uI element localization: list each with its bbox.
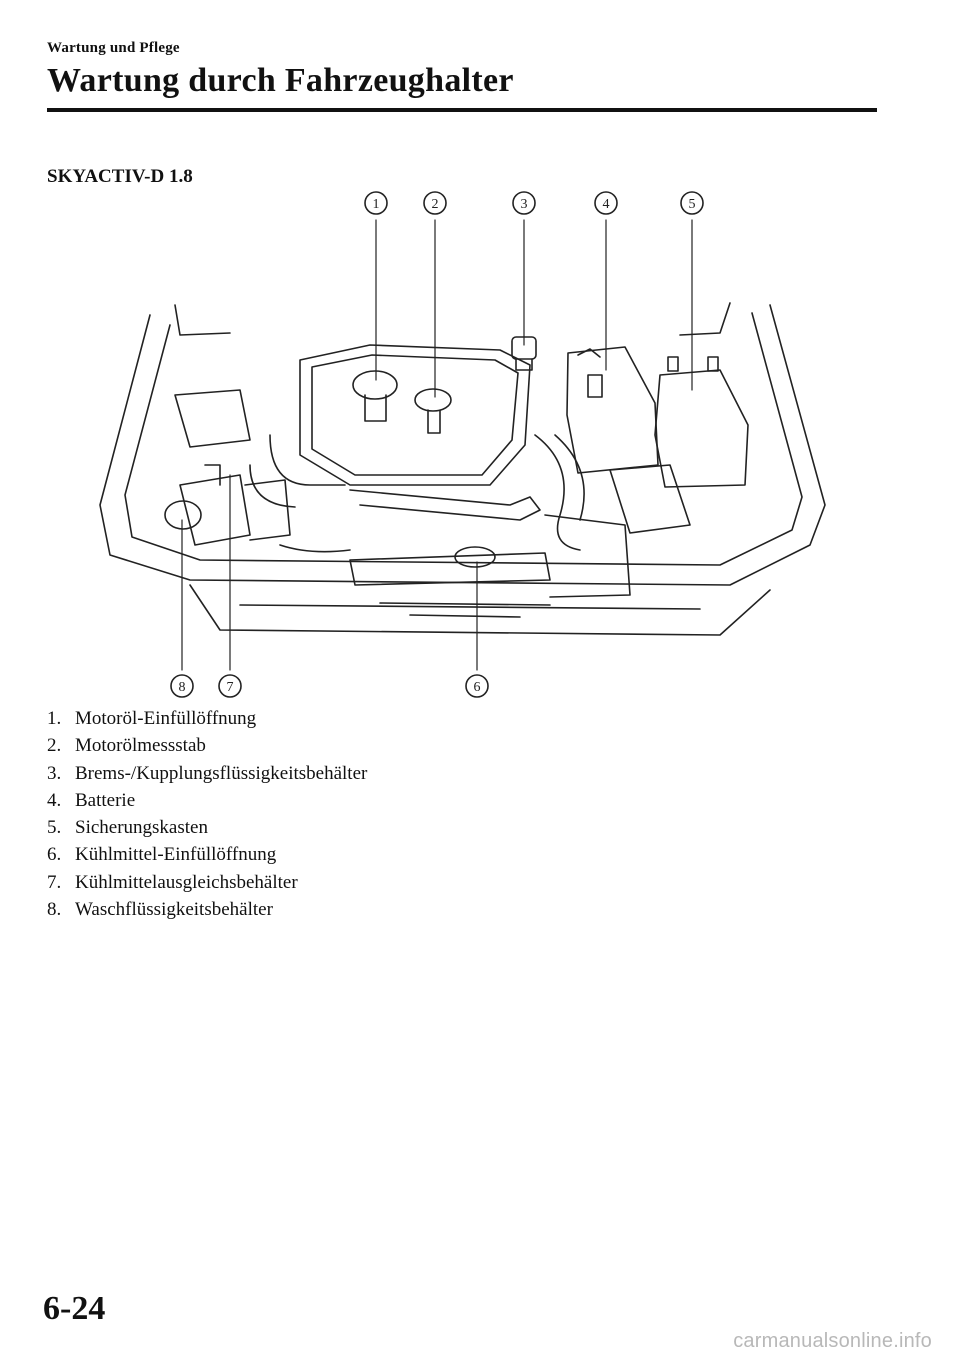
callout-1: 1 [364, 191, 388, 215]
component-legend: 1.Motoröl-Einfüllöffnung 2.Motorölmessst… [47, 705, 367, 923]
engine-cover [299, 344, 531, 486]
svg-text:6: 6 [474, 680, 481, 695]
svg-text:5: 5 [689, 197, 696, 212]
radiator-support [279, 514, 631, 598]
svg-text:8: 8 [179, 680, 186, 695]
callout-4: 4 [594, 191, 618, 215]
svg-text:2: 2 [432, 197, 439, 212]
engine-bay-diagram: 1 2 3 4 5 6 7 8 [99, 191, 826, 698]
battery [566, 346, 659, 474]
reservoirs-left [164, 389, 291, 546]
legend-item: 7.Kühlmittelausgleichsbehälter [47, 871, 298, 893]
legend-item: 2.Motorölmessstab [47, 735, 206, 757]
legend-item: 6.Kühlmittel-Einfüllöffnung [47, 844, 277, 866]
subheading: SKYACTIV-D 1.8 [47, 166, 193, 187]
section-label: Wartung und Pflege [47, 40, 180, 56]
callout-6: 6 [465, 674, 489, 698]
legend-item: 5.Sicherungskasten [47, 817, 208, 839]
callout-3: 3 [512, 191, 536, 215]
legend-item: 4.Batterie [47, 789, 136, 811]
air-filter-box [609, 464, 691, 534]
title-rule [47, 108, 877, 112]
callout-7: 7 [218, 674, 242, 698]
callout-5: 5 [680, 191, 704, 215]
callout-8: 8 [170, 674, 194, 698]
hood-frame [99, 302, 826, 636]
svg-text:1: 1 [373, 197, 380, 212]
legend-item: 8.Waschflüssigkeitsbehälter [47, 899, 273, 921]
svg-text:3: 3 [521, 197, 528, 212]
svg-text:7: 7 [227, 680, 234, 695]
svg-text:4: 4 [603, 197, 610, 212]
watermark: carmanualsonline.info [733, 1330, 932, 1352]
legend-item: 1.Motoröl-Einfüllöffnung [47, 708, 257, 729]
callout-2: 2 [423, 191, 447, 215]
fuse-box [654, 356, 749, 488]
page-number: 6-24 [43, 1290, 106, 1327]
intake-pipes [249, 434, 585, 551]
page-title: Wartung durch Fahrzeughalter [47, 62, 514, 99]
legend-item: 3.Brems-/Kupplungsflüssigkeitsbehälter [47, 762, 368, 784]
callout-leaders [181, 219, 693, 671]
